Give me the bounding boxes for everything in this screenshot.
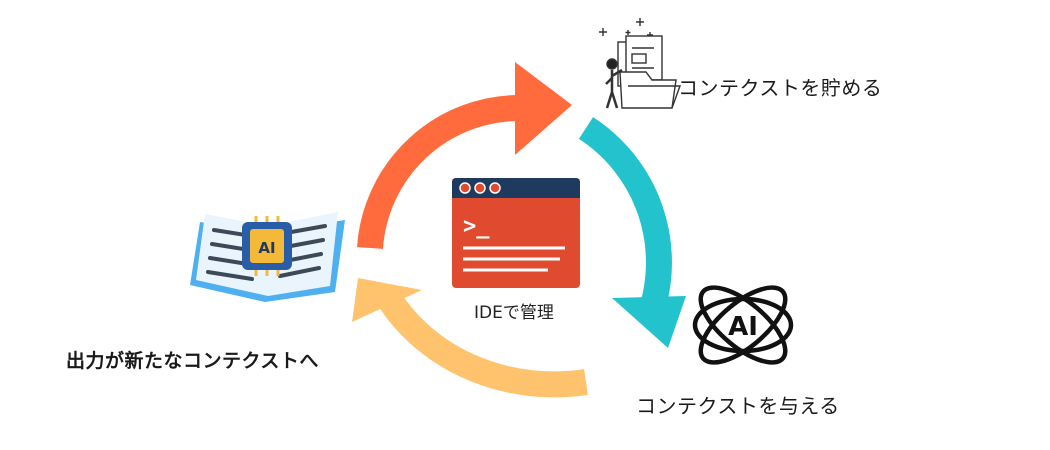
step-label-give: コンテクストを与える — [636, 394, 840, 418]
ide-prompt-text: >_ — [463, 214, 490, 239]
ai-chip-label: AI — [258, 239, 275, 257]
ai-atom-label: AI — [728, 312, 758, 342]
center-label-ide: IDEで管理 — [474, 303, 554, 323]
ai-book-chip-icon: AI — [190, 212, 345, 302]
arrow-store — [357, 62, 572, 250]
ide-window-icon: >_ — [452, 178, 580, 288]
arrow-output — [352, 278, 588, 398]
step-label-store: コンテクストを貯める — [678, 76, 883, 100]
ai-atom-icon: AI — [692, 285, 794, 365]
arrow-give — [578, 117, 686, 348]
storage-folder-person-icon — [599, 18, 681, 109]
step-label-output: 出力が新たなコンテクストへ — [66, 350, 319, 372]
